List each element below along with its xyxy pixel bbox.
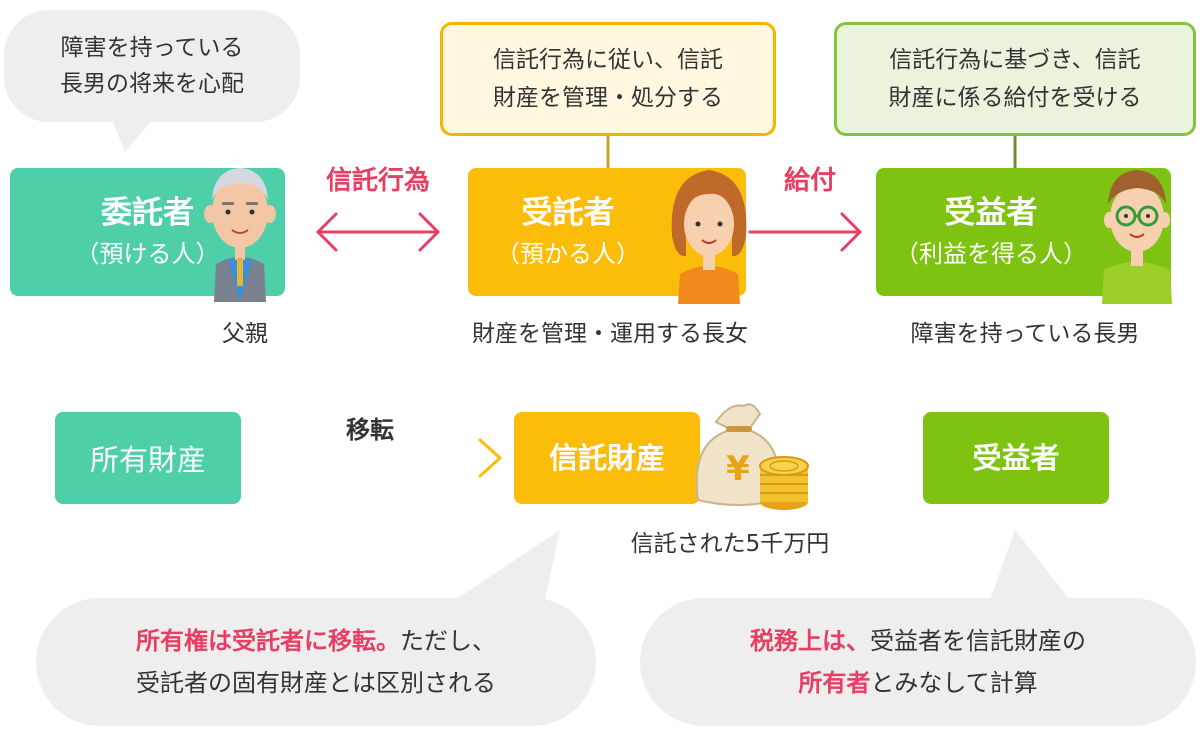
settlor-caption: 父親: [222, 321, 268, 347]
settlor-bubble-tail: [112, 120, 152, 152]
beneficiary-note-line2: 財産に係る給付を受ける: [888, 85, 1142, 111]
beneficiary-right-note: 信託行為に基づき、信託 財産に係る給付を受ける: [834, 22, 1196, 136]
money-bag-icon: ¥: [695, 403, 809, 510]
beneficiary-subtitle: （利益を得る人）: [895, 240, 1087, 268]
trustee-note-line1: 信託行為に従い、信託: [493, 47, 723, 73]
father-avatar-icon: [204, 168, 276, 302]
trust-act-double-arrow: [316, 212, 440, 252]
benefit-arrow: [748, 212, 862, 252]
bottom-left-bubble-tail: [455, 530, 560, 600]
trust-act-label: 信託行為: [325, 166, 430, 196]
tax-explanation-bubble: 税務上は、受益者を信託財産の 所有者とみなして計算: [640, 598, 1196, 726]
tax-rest2: とみなして計算: [870, 669, 1038, 697]
ownership-explanation-bubble: 所有権は受託者に移転。ただし、 受託者の固有財産とは区別される: [36, 598, 596, 726]
tax-highlight2: 所有者: [798, 669, 871, 697]
beneficiary-caption: 障害を持っている長男: [910, 321, 1140, 347]
benefit-label: 給付: [783, 166, 836, 196]
settlor-title: 委託者: [101, 195, 194, 231]
money-caption: 信託された5千万円: [630, 531, 830, 557]
coin-stack-icon: [759, 456, 809, 510]
trust-property-box: 信託財産: [514, 412, 700, 504]
svg-text:¥: ¥: [726, 449, 750, 489]
settlor-bubble-line1: 障害を持っている: [60, 35, 244, 61]
settlor-speech-bubble: 障害を持っている 長男の将来を心配: [4, 10, 300, 122]
bottom-right-bubble-tail: [990, 530, 1070, 600]
ownership-line2: 受託者の固有財産とは区別される: [136, 669, 496, 697]
beneficiary-box-lower: 受益者: [923, 412, 1109, 504]
trustee-title: 受託者: [521, 195, 615, 231]
daughter-avatar-icon: [671, 170, 747, 304]
transfer-arrow: [240, 438, 502, 478]
tax-highlight1: 税務上は、: [750, 627, 870, 655]
owned-property-box: 所有財産: [55, 412, 241, 504]
transfer-label: 移転: [346, 416, 394, 444]
beneficiary-note-line1: 信託行為に基づき、信託: [889, 47, 1141, 73]
beneficiary-lower-label: 受益者: [972, 441, 1060, 475]
owned-property-label: 所有財産: [89, 443, 206, 477]
ownership-rest: ただし、: [400, 627, 496, 655]
trustee-note-line2: 財産を管理・処分する: [493, 85, 723, 111]
trust-property-label: 信託財産: [548, 441, 665, 475]
son-avatar-icon: [1102, 170, 1172, 304]
trustee-duty-note: 信託行為に従い、信託 財産を管理・処分する: [440, 22, 776, 136]
trustee-subtitle: （預かる人）: [496, 240, 640, 268]
trustee-caption: 財産を管理・運用する長女: [472, 321, 748, 347]
ownership-highlight: 所有権は受託者に移転。: [136, 627, 400, 655]
settlor-subtitle: （預ける人）: [75, 240, 220, 268]
settlor-bubble-line2: 長男の将来を心配: [60, 71, 244, 97]
beneficiary-title: 受益者: [944, 195, 1038, 231]
tax-rest1: 受益者を信託財産の: [870, 627, 1086, 655]
